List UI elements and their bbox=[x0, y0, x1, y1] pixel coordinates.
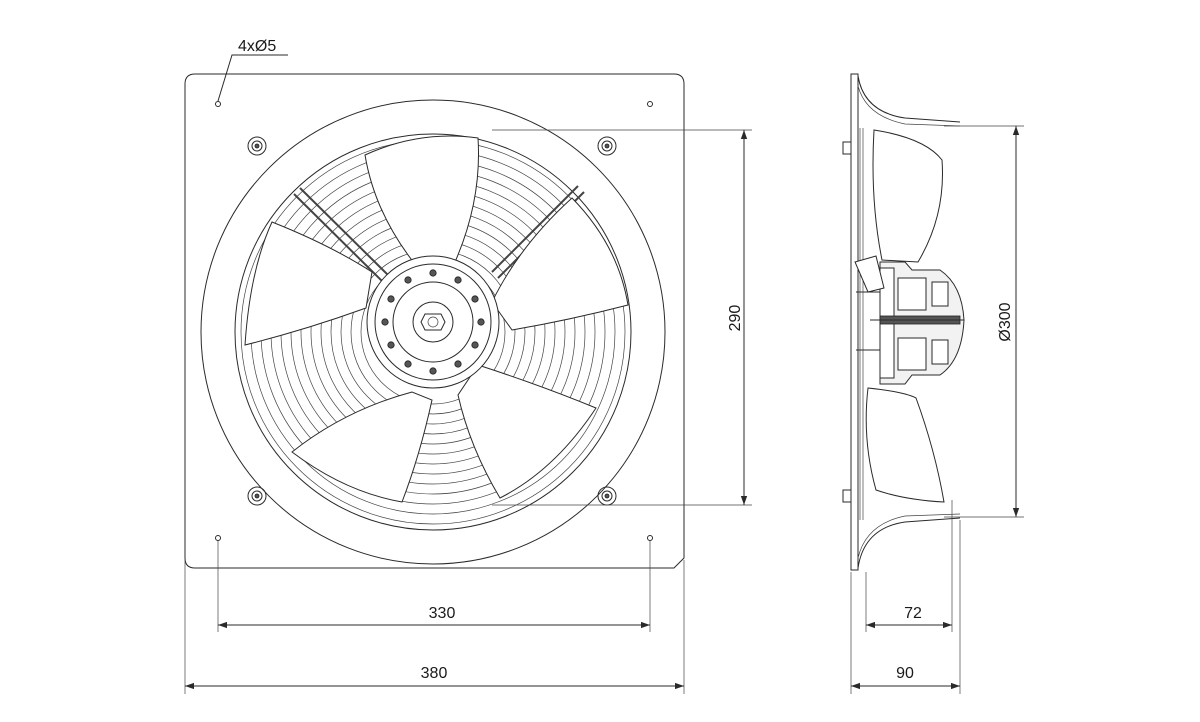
dimension-plate-width: 380 bbox=[184, 560, 685, 694]
dim-depth-inner-text: 72 bbox=[904, 605, 922, 622]
dimension-depth-inner: 72 bbox=[865, 500, 953, 632]
dimension-diameter: Ø300 bbox=[944, 125, 1024, 518]
blade-left bbox=[244, 221, 373, 346]
side-studs bbox=[842, 141, 852, 503]
dimension-hole-spacing: 330 bbox=[217, 541, 651, 632]
mounting-hole bbox=[647, 101, 653, 107]
dim-plate-width-text: 380 bbox=[421, 665, 448, 682]
front-view: 4xØ5 290 330 380 bbox=[184, 38, 752, 694]
side-blade-bottom bbox=[865, 387, 945, 503]
side-motor bbox=[854, 255, 965, 385]
screw-bottom-right bbox=[597, 486, 617, 506]
blade-left-bottom bbox=[291, 391, 433, 503]
side-plate bbox=[850, 73, 859, 571]
mounting-hole bbox=[215, 535, 221, 541]
hole-callout: 4xØ5 bbox=[217, 38, 288, 102]
blade-top bbox=[364, 135, 479, 269]
screw-top-left bbox=[247, 136, 267, 156]
dim-hole-spacing-text: 330 bbox=[429, 605, 456, 622]
hub-nut bbox=[420, 313, 446, 331]
guard-screws bbox=[247, 136, 617, 506]
mounting-hole bbox=[647, 535, 653, 541]
side-grille bbox=[859, 128, 864, 520]
dimension-depth-total: 90 bbox=[850, 520, 961, 694]
dimension-height: 290 bbox=[492, 129, 752, 506]
hole-callout-text: 4xØ5 bbox=[238, 38, 276, 55]
dim-diameter-text: Ø300 bbox=[997, 302, 1014, 341]
side-view: Ø300 72 90 bbox=[842, 73, 1024, 694]
mounting-hole bbox=[215, 101, 221, 107]
blade-bottom bbox=[457, 364, 597, 499]
impeller-blades bbox=[244, 135, 629, 503]
mounting-holes bbox=[215, 101, 653, 541]
blade-right bbox=[491, 197, 629, 331]
screw-bottom-left bbox=[247, 486, 267, 506]
inlet-ring-inner bbox=[234, 133, 632, 531]
dim-depth-total-text: 90 bbox=[896, 665, 914, 682]
inlet-ring-outer bbox=[200, 99, 666, 565]
motor-hub bbox=[366, 255, 500, 389]
side-flange-top bbox=[857, 75, 961, 123]
screw-top-right bbox=[597, 136, 617, 156]
side-flange-bottom bbox=[857, 517, 961, 569]
dim-height-text: 290 bbox=[727, 305, 744, 332]
side-blade-top bbox=[872, 129, 943, 263]
